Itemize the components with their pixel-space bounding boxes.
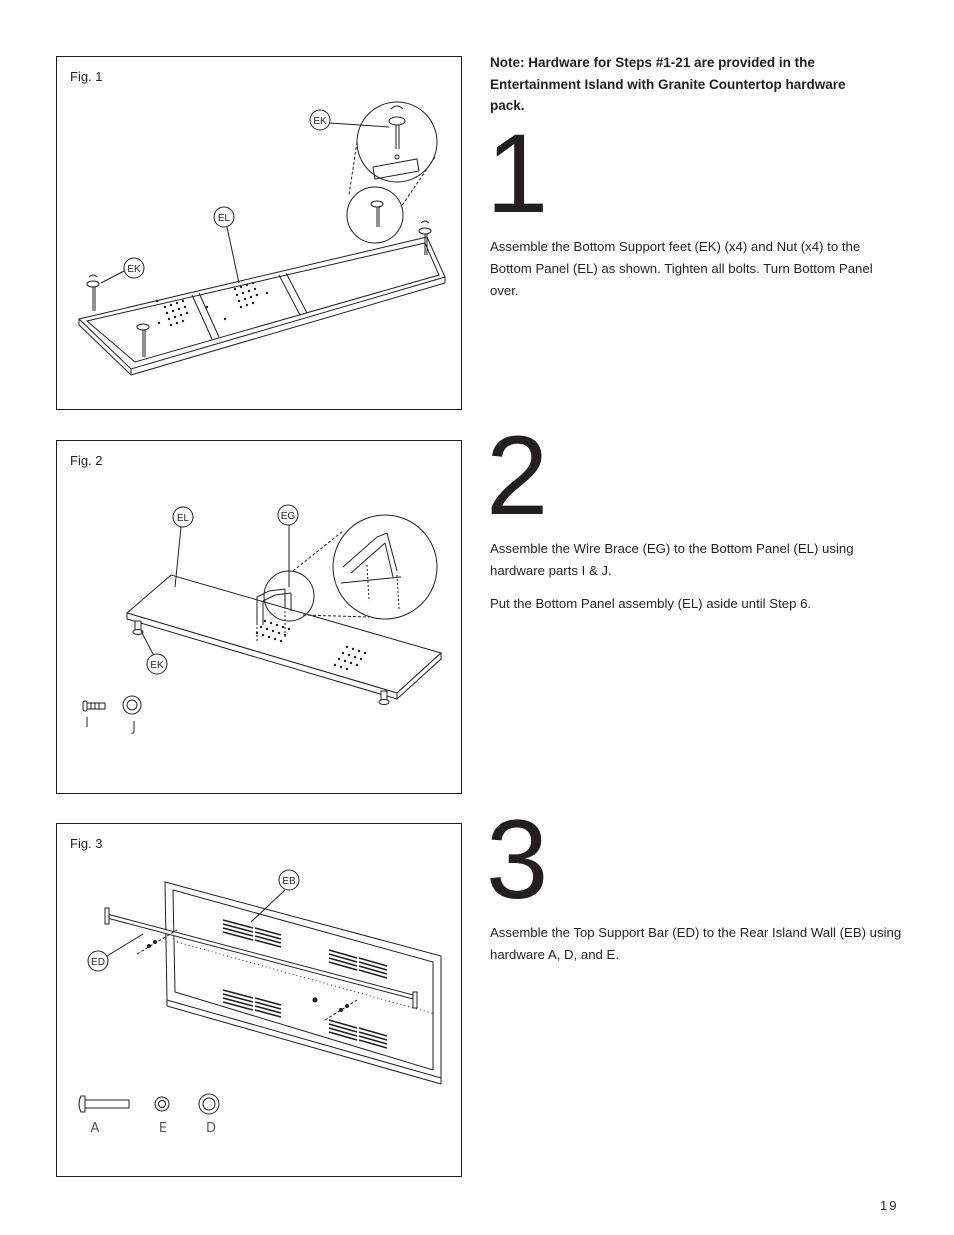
callout-ek-left: EK <box>127 264 141 275</box>
hardware-label-a: A <box>91 1121 100 1136</box>
callout-ek-top: EK <box>313 116 327 127</box>
figure-2-label: Fig. 2 <box>70 453 103 468</box>
step-1-paragraph: Assemble the Bottom Support feet (EK) (x… <box>490 239 873 298</box>
step-2-text: Assemble the Wire Brace (EG) to the Bott… <box>490 538 902 626</box>
hardware-label-d: D <box>206 1121 216 1136</box>
callout-eb: EB <box>282 876 296 887</box>
figure-3: Fig. 3 <box>56 823 462 1177</box>
callout-ek: EK <box>150 660 164 671</box>
callout-ed: ED <box>91 957 105 968</box>
hardware-note: Note: Hardware for Steps #1-21 are provi… <box>490 55 846 113</box>
figure-2-drawing: EL EG EK I J <box>82 504 442 735</box>
hardware-bolt-i <box>82 700 106 712</box>
step-1-text: Assemble the Bottom Support feet (EK) (x… <box>490 236 902 313</box>
figure-1-drawing: EK EL EK <box>77 101 446 376</box>
figure-3-drawing: EB ED A E D <box>78 869 442 1136</box>
page-number: 19 <box>880 1198 899 1213</box>
figure-1: Fig. 1 <box>56 56 462 410</box>
step-3-paragraph: Assemble the Top Support Bar (ED) to the… <box>490 925 902 962</box>
hardware-washer-j <box>122 695 142 715</box>
hardware-label-j: J <box>131 720 136 735</box>
step-3-number: 3 <box>486 797 548 922</box>
callout-eg: EG <box>281 511 296 522</box>
hardware-label-e: E <box>159 1121 167 1136</box>
callout-el: EL <box>218 213 231 224</box>
figure-2: Fig. 2 <box>56 440 462 794</box>
step-2-number: 2 <box>486 413 548 538</box>
hardware-label-i: I <box>85 716 89 731</box>
figure-1-label: Fig. 1 <box>70 69 103 84</box>
hardware-washer-d <box>198 1093 220 1115</box>
step-3-text: Assemble the Top Support Bar (ED) to the… <box>490 922 902 977</box>
step-2-paragraph-1: Assemble the Wire Brace (EG) to the Bott… <box>490 541 854 578</box>
figure-3-label: Fig. 3 <box>70 836 103 851</box>
step-2-paragraph-2: Put the Bottom Panel assembly (EL) aside… <box>490 596 812 611</box>
callout-el: EL <box>177 513 190 524</box>
hardware-bolt-a <box>78 1095 130 1113</box>
hardware-nut-e <box>154 1096 170 1112</box>
step-1-number: 1 <box>486 111 548 236</box>
